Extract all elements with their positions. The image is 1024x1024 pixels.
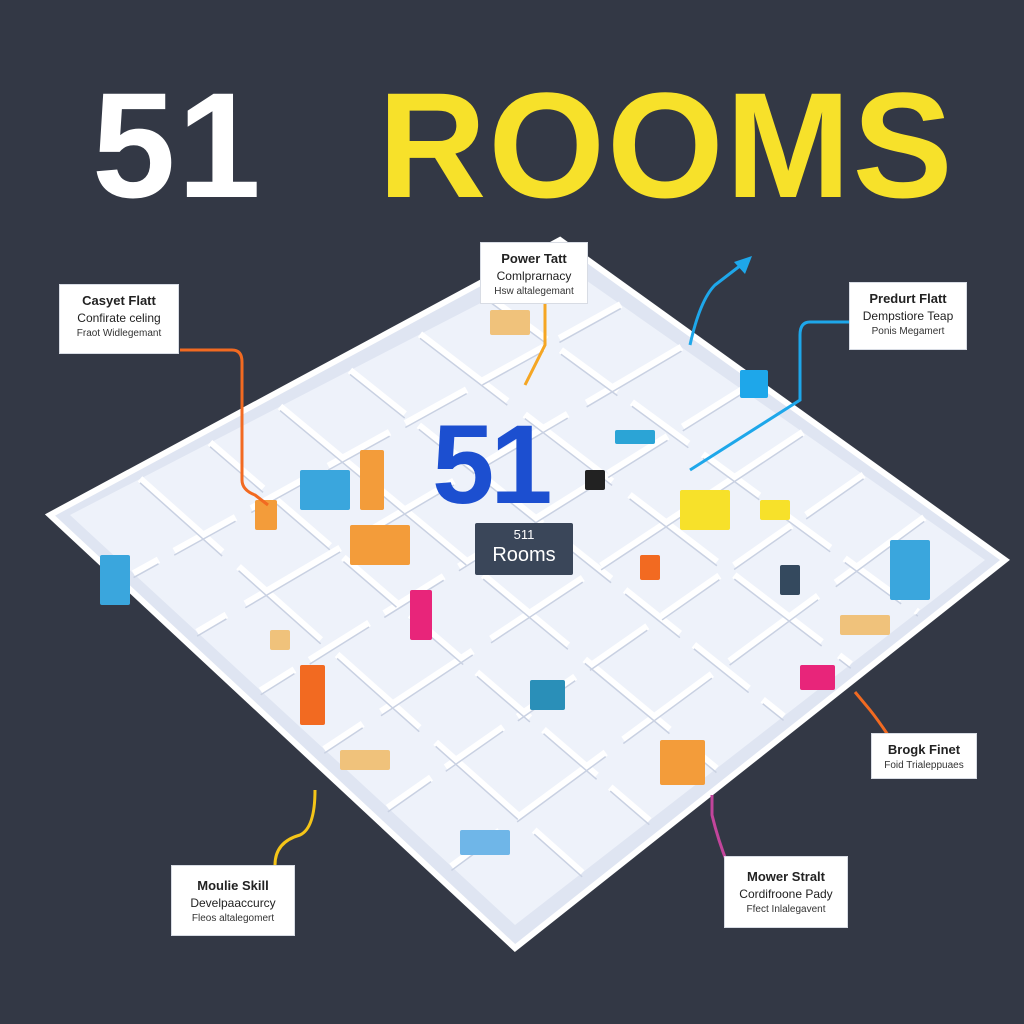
furniture-item [760, 500, 790, 520]
furniture-item [350, 525, 410, 565]
furniture-item [800, 665, 835, 690]
callout-heading: Predurt Flatt [869, 291, 947, 306]
furniture-item [340, 750, 390, 770]
callout-meta: Ffect Inlalegavent [746, 904, 826, 915]
wall [417, 331, 853, 668]
line-mid-right [853, 691, 890, 736]
furniture-item [780, 565, 800, 595]
furniture-item [300, 665, 325, 725]
callout-heading: Moulie Skill [197, 878, 269, 893]
callout-meta: Hsw altalegemant [494, 286, 574, 297]
wall [322, 429, 805, 753]
title-number: 51 [92, 61, 263, 229]
callout-heading: Power Tatt [501, 251, 567, 266]
callout-meta: Fraot Widlegemant [76, 328, 162, 339]
title-word: ROOMS [378, 61, 955, 229]
callout-top-center: Power Tatt Comlprarnacy Hsw altalegemant [480, 242, 588, 304]
wall-shadow [323, 435, 804, 754]
furniture-item [300, 470, 350, 510]
furniture-item [255, 500, 277, 530]
callout-heading: Brogk Finet [887, 742, 961, 757]
furniture-item [680, 490, 730, 530]
wall [131, 301, 623, 577]
wall-shadow [139, 482, 583, 878]
wall [195, 344, 684, 636]
wall [137, 476, 585, 876]
callout-sub: Comlprarnacy [496, 269, 572, 283]
badge-label: Rooms [492, 544, 556, 566]
furniture-items [100, 310, 930, 855]
wall-shadow [450, 520, 925, 872]
wall [449, 514, 927, 870]
arrow-head-icon [734, 256, 752, 274]
wall [277, 403, 719, 772]
badge-small: 511 [513, 527, 535, 542]
furniture-item [660, 740, 705, 785]
furniture-item [585, 470, 605, 490]
callout-mid-right: Brogk Finet Foid Trialeppuaes [871, 733, 977, 779]
floor-surface [70, 262, 985, 925]
callout-bottom-right: Mower Stralt Cordifroone Pady Ffect Inla… [724, 856, 848, 928]
furniture-item [640, 555, 660, 580]
furniture-item [270, 630, 290, 650]
wall-shadow [387, 478, 865, 813]
callout-bottom-left: Moulie Skill Develpaaccurcy Fleos altale… [171, 865, 295, 936]
furniture-item [460, 830, 510, 855]
callout-lines [180, 256, 890, 866]
line-bottom-right [710, 795, 730, 866]
line-top-right [689, 320, 850, 472]
center-rooms-badge: 511 Rooms [475, 523, 573, 575]
callout-top-left: Casyet Flatt Confirate celing Fraot Widl… [59, 284, 179, 354]
line-bottom-left [273, 789, 317, 866]
furniture-item [360, 450, 384, 510]
wall-shadow [489, 301, 919, 617]
line-top-center [523, 303, 547, 386]
wall-shadow [419, 337, 852, 669]
callout-meta: Foid Trialeppuaes [884, 760, 964, 771]
furniture-item [615, 430, 655, 444]
callout-meta: Fleos altalegomert [191, 913, 275, 924]
furniture-item [100, 555, 130, 605]
callout-top-right: Predurt Flatt Dempstiore Teap Ponis Mega… [849, 282, 967, 350]
callout-sub: Cordifroone Pady [739, 887, 833, 901]
callout-heading: Casyet Flatt [82, 293, 156, 308]
line-arrow-up [688, 260, 746, 346]
wall-shadow [279, 409, 717, 774]
furniture-item [840, 615, 890, 635]
center-room-count: 51 [432, 402, 553, 527]
callout-meta: Ponis Megamert [871, 326, 945, 337]
wall [487, 295, 920, 615]
furniture-item [530, 680, 565, 710]
callout-sub: Confirate celing [77, 311, 161, 325]
callout-sub: Dempstiore Teap [862, 309, 954, 323]
furniture-item [740, 370, 768, 398]
furniture-item [890, 540, 930, 600]
callout-sub: Develpaaccurcy [190, 896, 276, 910]
furniture-item [410, 590, 432, 640]
furniture-item [490, 310, 530, 335]
wall-shadow [196, 350, 682, 637]
wall [385, 471, 866, 811]
line-top-left [180, 348, 269, 507]
callout-heading: Mower Stralt [746, 869, 825, 884]
